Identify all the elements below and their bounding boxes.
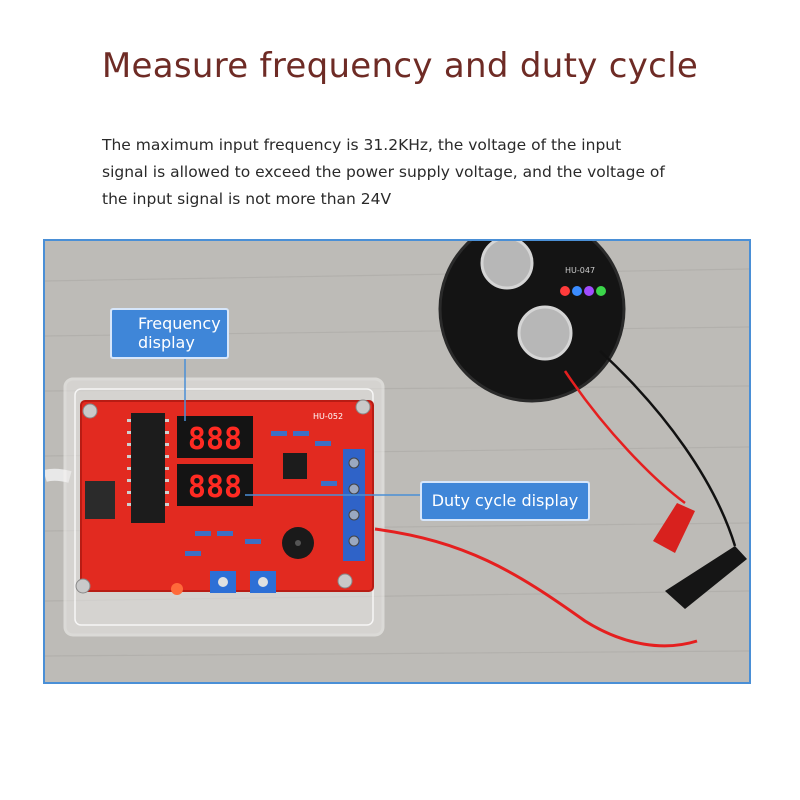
photo-illustration: HU-052 888 888 (45, 241, 749, 682)
round-board-label: HU-047 (565, 266, 595, 275)
led (171, 583, 183, 595)
power-jack (85, 481, 115, 519)
frequency-display (177, 416, 253, 458)
microcontroller-chip (131, 413, 165, 523)
page-title: Measure frequency and duty cycle (101, 46, 699, 86)
frequency-display-digits: 888 (188, 422, 242, 457)
terminal-block (343, 449, 365, 561)
frequency-callout-line-2: display (138, 333, 195, 352)
frequency-callout-line-1: Frequency (138, 314, 221, 333)
rgb-leds (560, 286, 606, 296)
black-alligator-clip (665, 546, 747, 609)
screws (75, 399, 371, 594)
black-wire (599, 350, 737, 547)
red-wire (374, 527, 698, 648)
coin-cell-1 (480, 241, 534, 290)
duty-cycle-display-digits: 888 (188, 470, 242, 505)
description-line-2: signal is allowed to exceed the power su… (102, 163, 665, 181)
duty-cycle-display (177, 464, 253, 506)
coin-cell-2 (517, 305, 573, 361)
red-alligator-clip (653, 503, 695, 553)
duty-cycle-callout: Duty cycle display (420, 481, 590, 521)
frequency-callout: Frequency display (110, 308, 229, 359)
description-line-1: The maximum input frequency is 31.2KHz, … (102, 136, 622, 154)
resistors (185, 431, 337, 556)
product-photo: HU-052 888 888 (43, 239, 751, 684)
small-ic (283, 453, 307, 479)
description-line-3: the input signal is not more than 24V (102, 190, 392, 208)
main-board-label: HU-052 (313, 412, 343, 421)
description: The maximum input frequency is 31.2KHz, … (102, 132, 702, 213)
